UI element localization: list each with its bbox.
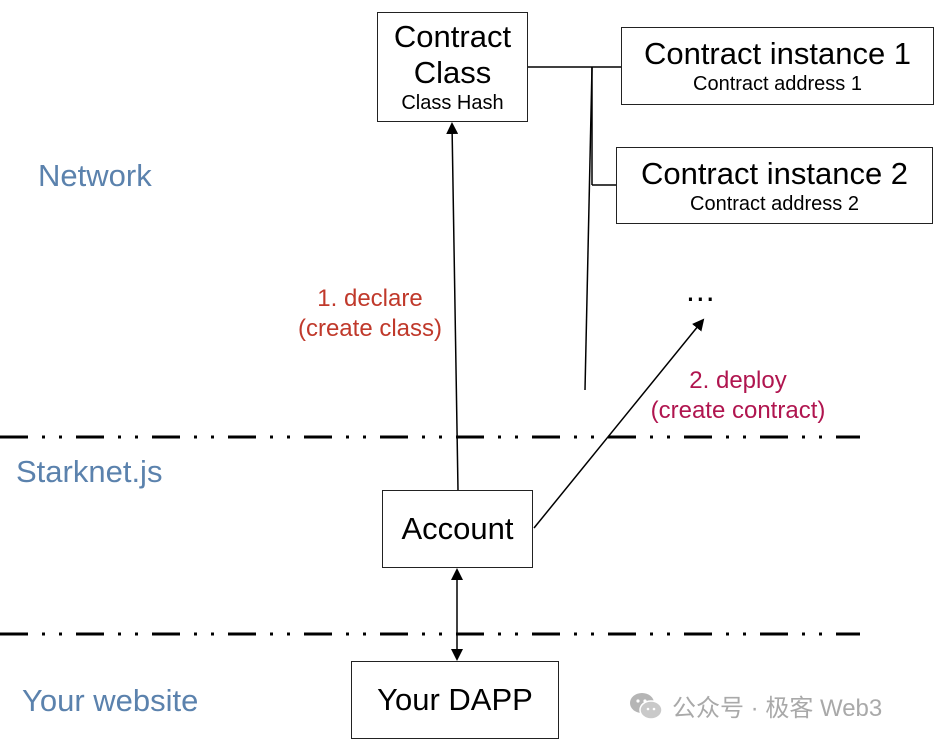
contract-address-2-label: Contract address 2 xyxy=(690,192,859,215)
contract-class-title-line2: Class xyxy=(413,55,492,90)
account-box: Account xyxy=(382,490,533,568)
declare-step-label: 1. declare (create class) xyxy=(280,284,460,344)
deploy-step-label: 2. deploy (create contract) xyxy=(638,366,838,426)
your-dapp-label: Your DAPP xyxy=(377,682,533,717)
starknetjs-layer-label: Starknet.js xyxy=(16,454,163,489)
contract-instance-1-title: Contract instance 1 xyxy=(643,36,912,71)
contract-instance-2-title: Contract instance 2 xyxy=(640,155,909,191)
contract-address-1-label: Contract address 1 xyxy=(693,73,862,95)
your-website-layer-label: Your website xyxy=(22,683,199,718)
instances-continuation-line xyxy=(584,66,593,391)
watermark-text: 公众号 · 极客 Web3 xyxy=(672,695,883,722)
your-dapp-box: Your DAPP xyxy=(351,661,559,739)
contract-instance-1-box: Contract instance 1 Contract address 1 xyxy=(621,27,934,105)
network-layer-label: Network xyxy=(38,158,152,193)
declare-step-line2: (create class) xyxy=(297,315,443,342)
wechat-icon xyxy=(630,692,663,720)
contract-class-title-line1: Contract xyxy=(393,19,512,54)
class-hash-label: Class Hash xyxy=(401,92,504,114)
more-instances-ellipsis: ... xyxy=(686,272,716,308)
watermark: 公众号 · 极客 Web3 xyxy=(628,688,882,723)
deploy-step-line2: (create contract) xyxy=(650,397,826,424)
deploy-step-line1: 2. deploy xyxy=(689,367,787,394)
deploy-arrow xyxy=(533,318,705,529)
contract-class-box: Contract Class Class Hash xyxy=(377,12,528,122)
declare-step-line1: 1. declare xyxy=(317,285,423,312)
account-label: Account xyxy=(401,511,514,546)
declare-arrow xyxy=(446,122,459,491)
contract-instance-2-box: Contract instance 2 Contract address 2 xyxy=(616,147,933,224)
